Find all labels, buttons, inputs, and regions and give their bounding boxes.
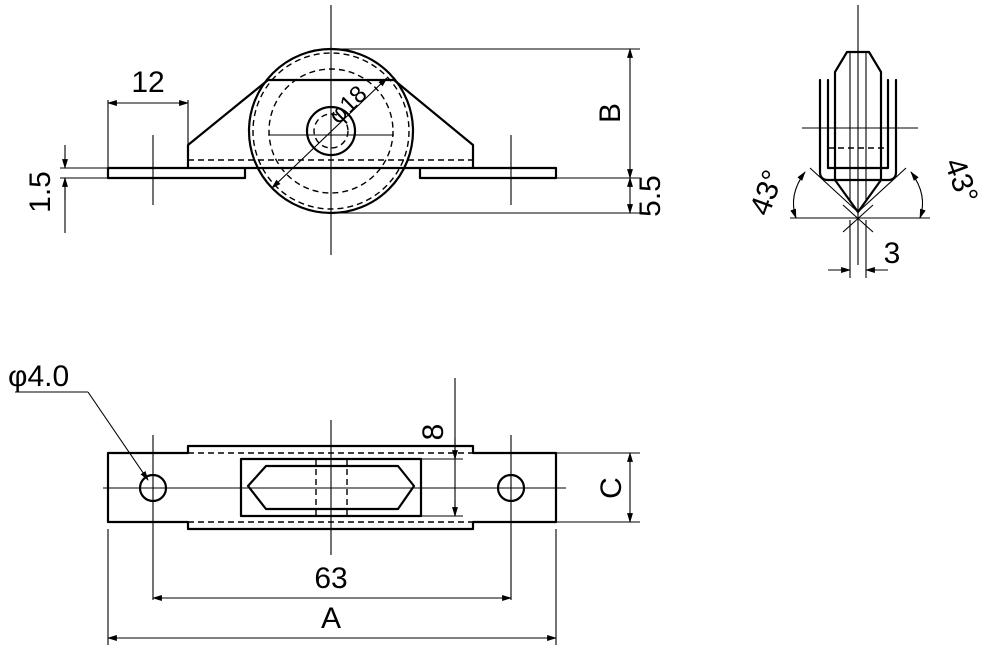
base-plate-right <box>418 166 558 180</box>
dim-8-label: 8 <box>417 424 450 441</box>
dim-12-label: 12 <box>131 66 164 99</box>
hole-dia-leader <box>87 391 149 481</box>
dim-3-label: 3 <box>884 237 901 270</box>
side-angle-line-right <box>857 167 907 213</box>
hole-dia-label: φ4.0 <box>8 360 69 393</box>
side-bracket-outer <box>818 78 898 182</box>
dia-18-dimension-line <box>271 77 388 189</box>
top-view: 8 C φ4.0 63 A <box>8 360 640 645</box>
base-plate-left <box>106 166 247 180</box>
front-view: φ18 12 1.5 B 5.5 <box>24 5 667 255</box>
side-bracket-inner <box>826 78 890 170</box>
angle-right-label: 43° <box>938 154 985 208</box>
dim-B-label: B <box>594 103 627 123</box>
angle-left-label: 43° <box>744 166 791 220</box>
top-wheel-profile <box>246 464 416 511</box>
side-wheel-profile <box>833 50 883 182</box>
dim-63-label: 63 <box>314 562 347 595</box>
dim-A-label: A <box>321 602 341 635</box>
dim-1-5-label: 1.5 <box>24 171 57 213</box>
angle-arc-left <box>790 171 806 219</box>
side-view: 43° 43° 3 <box>744 5 984 278</box>
angle-arc-right <box>910 171 926 219</box>
dim-C-label: C <box>595 477 628 499</box>
side-cross-2 <box>842 204 874 233</box>
side-angle-line-left <box>809 167 859 213</box>
wheel-hidden-rim <box>252 52 410 210</box>
top-slot <box>239 457 423 518</box>
wheel-inner-hidden <box>268 68 394 194</box>
dim-5-5-label: 5.5 <box>634 175 667 217</box>
